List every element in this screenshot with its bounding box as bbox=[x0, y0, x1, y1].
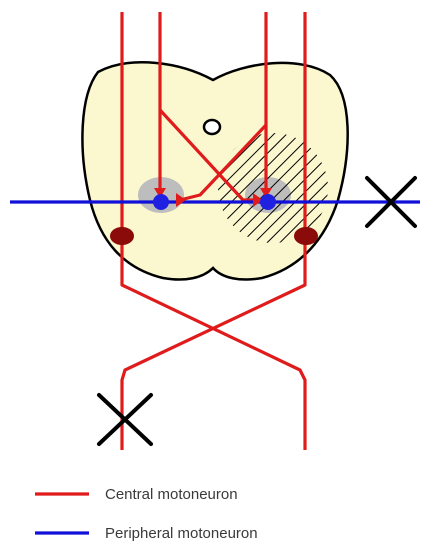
left-motor-neuron-body bbox=[153, 194, 169, 210]
right-ganglion bbox=[294, 227, 318, 245]
central-canal bbox=[204, 120, 220, 134]
left-ganglion bbox=[110, 227, 134, 245]
lesion-mark-central bbox=[99, 395, 151, 444]
lesion-hatched-area bbox=[218, 133, 328, 243]
legend-label-central: Central motoneuron bbox=[105, 486, 238, 503]
legend-label-peripheral: Peripheral motoneuron bbox=[105, 525, 258, 542]
right-motor-neuron-body bbox=[260, 194, 276, 210]
legend: Central motoneuron Peripheral motoneuron bbox=[35, 486, 258, 542]
